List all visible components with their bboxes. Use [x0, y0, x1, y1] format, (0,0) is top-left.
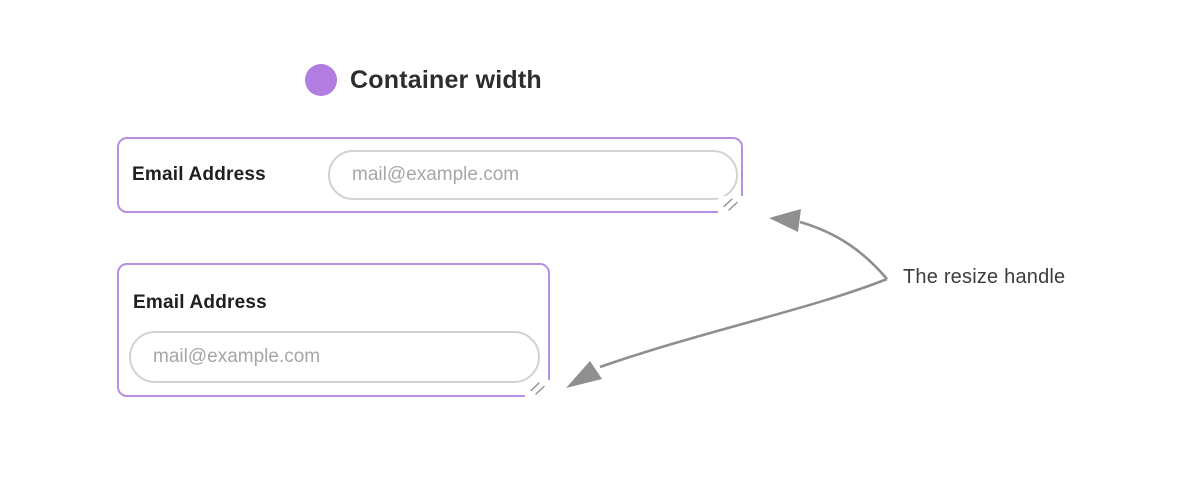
- email-form-container-narrow: Email Address: [117, 263, 550, 397]
- resize-grip-icon: [722, 198, 738, 211]
- arrow-to-narrow-handle: [599, 277, 888, 369]
- arrow-to-wide-handle: [799, 220, 888, 280]
- resize-grip-icon: [529, 382, 545, 395]
- arrowhead-narrow: [566, 361, 602, 388]
- resize-handle[interactable]: [525, 380, 550, 397]
- arrowhead-wide: [769, 209, 801, 232]
- email-label: Email Address: [132, 164, 266, 185]
- container-width-dot-icon: [305, 64, 337, 96]
- email-form-container-wide: Email Address: [117, 137, 743, 213]
- resize-handle[interactable]: [718, 196, 743, 213]
- email-input[interactable]: [129, 331, 540, 383]
- email-input[interactable]: [328, 150, 738, 200]
- annotation-resize-handle: The resize handle: [903, 266, 1066, 288]
- legend: Container width: [305, 64, 542, 96]
- legend-label: Container width: [350, 65, 542, 94]
- email-label: Email Address: [133, 292, 267, 313]
